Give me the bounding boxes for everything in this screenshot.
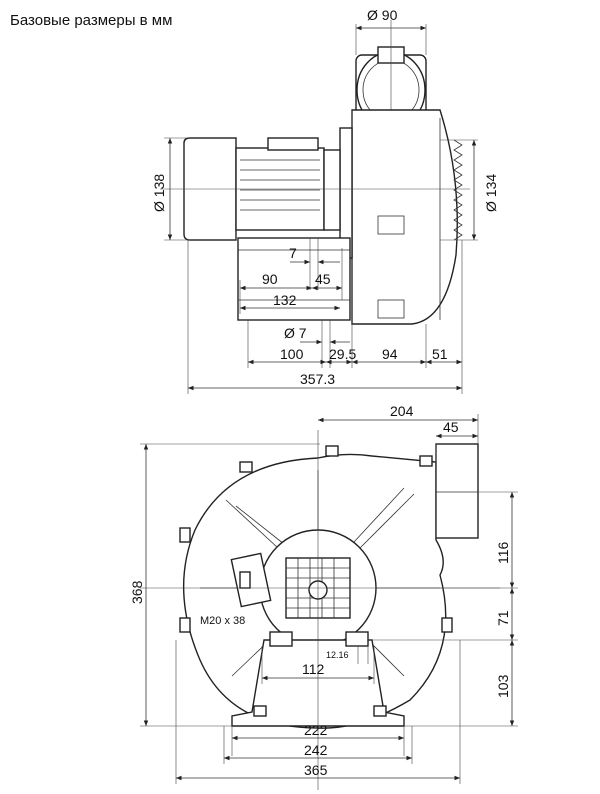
dim-103: 103 <box>495 674 511 698</box>
front-view: 204 45 368 116 71 103 M20 x 38 <box>129 403 518 790</box>
dim-116: 116 <box>495 541 511 564</box>
dim-d-motor: Ø 138 <box>151 174 167 212</box>
dim-45: 45 <box>315 271 331 287</box>
dim-357-3: 357.3 <box>300 371 335 387</box>
side-dimensions: Ø 90 Ø 138 Ø 134 7 90 45 <box>151 7 499 394</box>
dim-d-housing: Ø 134 <box>483 174 499 212</box>
dim-90: 90 <box>262 271 278 287</box>
dim-112: 112 <box>302 661 325 677</box>
dim-132: 132 <box>273 292 297 308</box>
front-dimensions: 204 45 368 116 71 103 M20 x 38 <box>129 403 518 784</box>
dim-242: 242 <box>304 742 328 758</box>
dim-222: 222 <box>304 722 328 738</box>
dim-7-top: 7 <box>289 245 297 261</box>
housing-side <box>351 109 463 325</box>
dim-12-16: 12.16 <box>326 650 349 660</box>
motor-body <box>160 137 470 241</box>
dim-368: 368 <box>129 580 145 604</box>
dim-204: 204 <box>390 403 414 419</box>
thread-label: M20 x 38 <box>200 615 245 627</box>
dim-45-front: 45 <box>443 419 459 435</box>
dim-29-5: 29.5 <box>329 346 356 362</box>
side-view: Ø 90 Ø 138 Ø 134 7 90 45 <box>151 7 499 394</box>
dim-94: 94 <box>382 346 398 362</box>
dim-71: 71 <box>495 610 511 626</box>
dim-d-outlet: Ø 90 <box>367 7 398 23</box>
housing-bolts <box>179 445 453 717</box>
dim-365: 365 <box>304 762 328 778</box>
page-title: Базовые размеры в мм <box>10 12 173 29</box>
dim-51: 51 <box>432 346 448 362</box>
dim-d7: Ø 7 <box>284 325 307 341</box>
dim-100: 100 <box>280 346 304 362</box>
